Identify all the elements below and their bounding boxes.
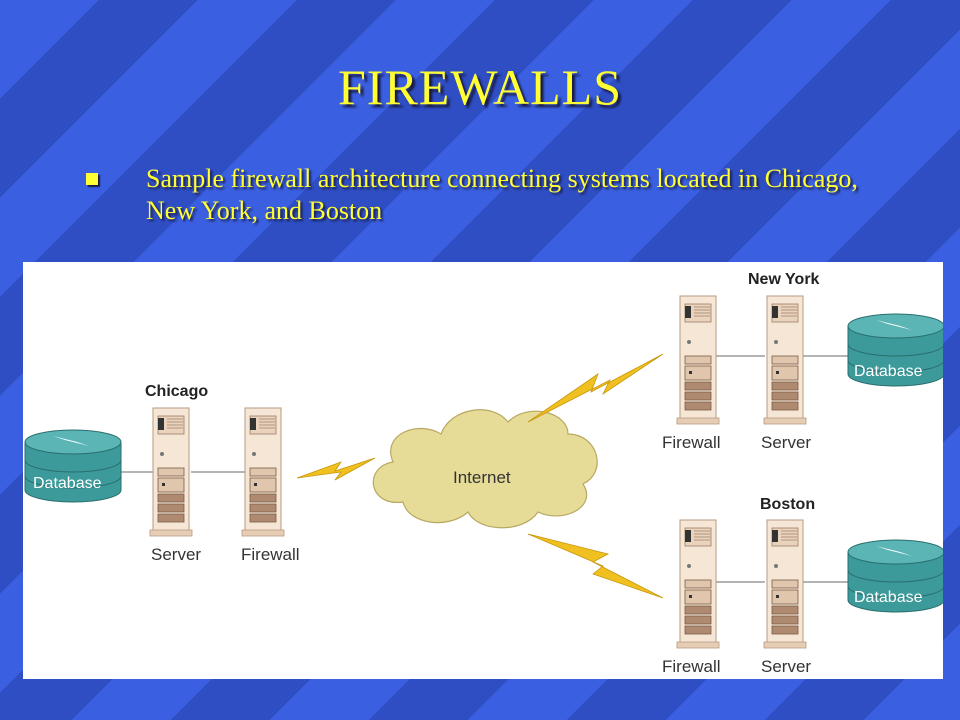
firewall-label-new-york: Firewall <box>662 433 721 452</box>
internet-label: Internet <box>453 468 511 487</box>
site-label-new-york: New York <box>748 271 820 288</box>
slide-title: FIREWALLS <box>338 59 622 115</box>
server-icon <box>149 407 193 537</box>
diagram-canvas: Chicago Database Server Firewall Interne… <box>24 271 943 676</box>
firewall-icon <box>676 295 720 425</box>
lightning-link-icon <box>527 353 664 423</box>
bullet-square-icon <box>86 173 98 185</box>
lightning-link-icon <box>527 533 664 599</box>
server-label-boston: Server <box>761 657 811 676</box>
network-diagram: Chicago Database Server Firewall Interne… <box>23 262 943 679</box>
firewall-icon <box>676 519 720 649</box>
site-label-chicago: Chicago <box>145 383 208 400</box>
lightning-link-icon <box>296 457 376 481</box>
internet-cloud-icon <box>372 409 598 529</box>
server-icon <box>763 519 807 649</box>
server-label-new-york: Server <box>761 433 811 452</box>
server-label-chicago: Server <box>151 545 201 564</box>
server-icon <box>763 295 807 425</box>
database-label-boston: Database <box>854 589 923 606</box>
site-label-boston: Boston <box>760 496 815 513</box>
database-label-new-york: Database <box>854 363 923 380</box>
firewall-label-chicago: Firewall <box>241 545 300 564</box>
firewall-icon <box>241 407 285 537</box>
database-label-chicago: Database <box>33 475 102 492</box>
firewall-label-boston: Firewall <box>662 657 721 676</box>
bullet-text: Sample firewall architecture connecting … <box>146 164 858 225</box>
